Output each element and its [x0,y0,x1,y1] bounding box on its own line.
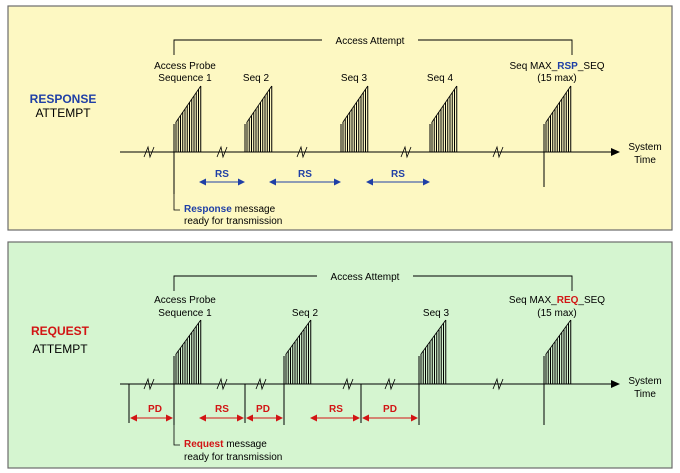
request-probe-sequence-max [543,319,572,425]
burst-envelope [545,319,572,355]
request-interval-label: PD [383,404,397,415]
response-seq2-label: Seq 2 [243,73,270,84]
request-trigger-text-line2: ready for transmission [184,452,282,463]
burst-envelope [285,319,312,355]
response-axis-label-line2: Time [634,155,656,166]
request-probe-sequence-3 [418,319,447,425]
burst-envelope [342,85,369,123]
request-axis-label-line2: Time [634,389,656,400]
request-axis-break [255,377,267,391]
burst-envelope [175,85,202,123]
burst-envelope [420,319,447,355]
request-interval-label: PD [256,404,270,415]
response-trigger-text: Response message [184,204,276,215]
response-interval-label: RS [215,169,229,180]
request-seq1-label-line2: Sequence 1 [158,308,212,319]
request-axis-break [384,377,396,391]
response-axis-break [296,145,308,159]
response-interval-label: RS [298,169,312,180]
response-probe-sequence-2 [244,85,273,152]
response-axis-break [400,145,412,159]
request-interval-label: RS [329,404,343,415]
response-probe-sequence-3 [340,85,369,152]
request-title-highlight: REQUEST [31,324,90,338]
response-title-rest: ATTEMPT [35,106,91,120]
request-axis-break [492,377,504,391]
request-interval-label: PD [148,404,162,415]
response-axis-break [216,145,228,159]
request-axis-break [342,377,354,391]
request-last-seq-label: Seq MAX_REQ_SEQ [509,295,605,306]
response-panel: RESPONSE ATTEMPT Access Attempt Access P… [7,5,673,231]
response-last-seq-note: (15 max) [537,73,576,84]
response-axis-label-line1: System [628,142,661,153]
request-probe-sequence-1 [173,319,202,425]
response-last-seq-label: Seq MAX_RSP_SEQ [509,61,604,72]
response-seq4-label: Seq 4 [427,73,454,84]
response-probe-sequence-4 [429,85,458,152]
burst-envelope [431,85,458,123]
response-probe-sequence-max [543,85,572,187]
response-trigger-text-line2: ready for transmission [184,216,282,227]
request-probe-sequence-2 [283,319,312,425]
burst-envelope [175,319,202,355]
response-seq1-label-line2: Sequence 1 [158,73,212,84]
request-panel: REQUEST ATTEMPT Access Attempt Access Pr… [7,241,673,469]
request-title-rest: ATTEMPT [32,342,88,356]
response-axis-break [492,145,504,159]
response-axis-break [143,145,155,159]
response-trigger-pointer [173,194,180,211]
request-axis-break [143,377,155,391]
response-access-attempt-label: Access Attempt [336,36,405,47]
response-title-highlight: RESPONSE [30,92,97,106]
request-seq3-label: Seq 3 [423,308,450,319]
request-trigger-pointer [173,425,180,446]
response-seq3-label: Seq 3 [341,73,368,84]
request-seq1-label-line1: Access Probe [154,295,216,306]
request-access-attempt-label: Access Attempt [331,272,400,283]
request-seq2-label: Seq 2 [292,308,319,319]
request-axis-label-line1: System [628,376,661,387]
request-axis-break [216,377,228,391]
response-interval-label: RS [391,169,405,180]
burst-envelope [545,85,572,123]
request-interval-label: RS [215,404,229,415]
request-last-seq-note: (15 max) [537,308,576,319]
response-seq1-label-line1: Access Probe [154,61,216,72]
burst-envelope [246,85,273,123]
request-trigger-text: Request message [184,439,267,450]
